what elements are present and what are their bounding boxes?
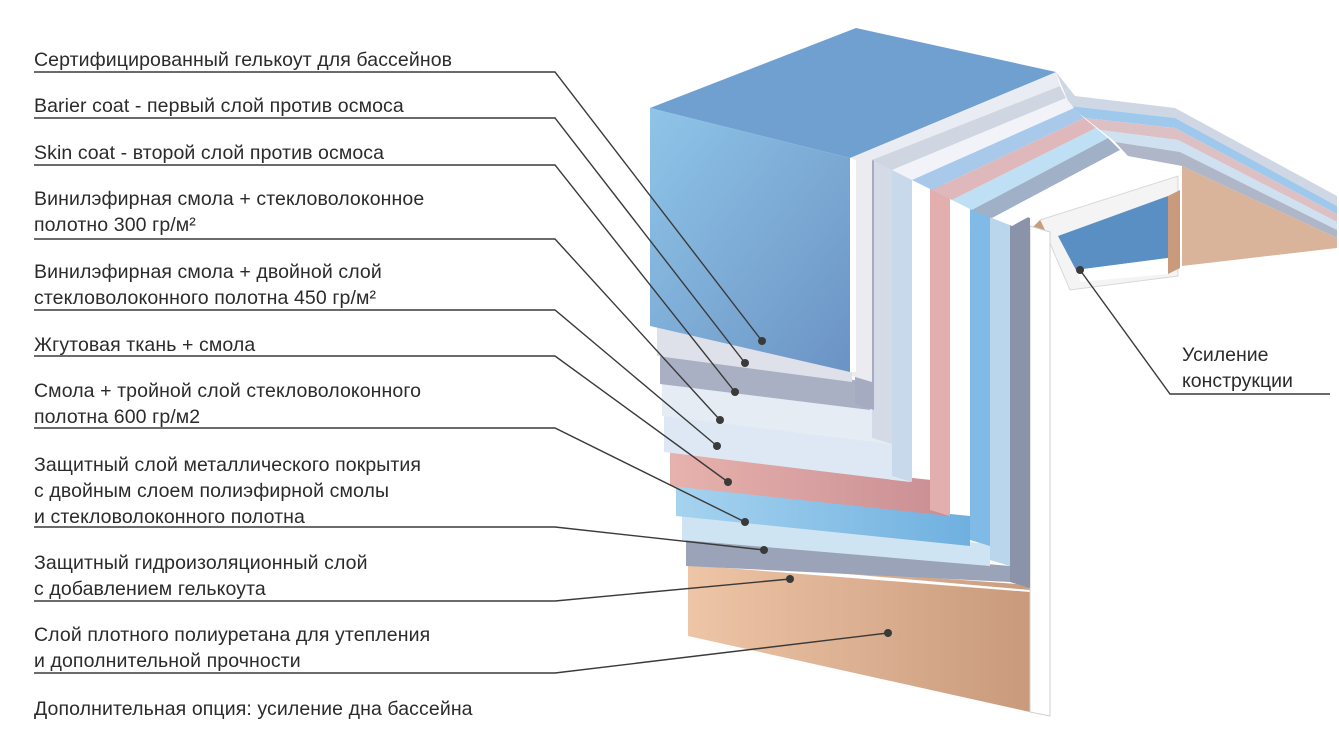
label-skin-coat: Skin coat - второй слой против осмоса [34, 142, 385, 164]
top-lip-layers [1056, 72, 1337, 266]
leader-gelcoat [34, 71, 763, 342]
dot-waterproof [786, 575, 794, 583]
dot-skin-coat [731, 388, 739, 396]
leader-skin-coat [34, 164, 736, 393]
label-structure-reinforcement: Усиление конструкции [1182, 344, 1293, 392]
dot-metal-protective [760, 546, 768, 554]
leader-triple-600 [34, 427, 746, 523]
leader-vinylester-300 [34, 238, 721, 421]
label-vinylester-450: Винилэфирная смола + двойной слой стекло… [34, 261, 382, 309]
label-metal-protective: Защитный слой металлического покрытия с … [34, 454, 422, 528]
label-gelcoat: Сертифицированный гелькоут для бассейнов [34, 49, 453, 71]
leader-polyurethane [34, 632, 889, 674]
leader-structure-reinforcement [1079, 269, 1330, 395]
label-barrier-coat: Barier coat - первый слой против осмоса [34, 95, 404, 117]
dot-vinylester-450 [713, 442, 721, 450]
dot-structure-reinforcement [1076, 266, 1084, 274]
leader-dots [713, 266, 1084, 637]
dot-barrier-coat [741, 359, 749, 367]
dot-triple-600 [741, 518, 749, 526]
label-roving: Жгутовая ткань + смола [34, 334, 256, 356]
label-optional-reinforcement: Дополнительная опция: усиление дна бассе… [34, 698, 473, 720]
wall-layers [650, 28, 1132, 717]
label-triple-600: Смола + тройной слой стекловолоконного п… [34, 380, 422, 428]
leader-waterproof [34, 578, 791, 602]
dot-vinylester-300 [716, 416, 724, 424]
dot-gelcoat [758, 337, 766, 345]
leader-barrier-coat [34, 117, 746, 364]
leader-metal-protective [34, 526, 765, 551]
label-waterproof: Защитный гидроизоляционный слой с добавл… [34, 552, 368, 600]
leader-lines [34, 71, 1330, 674]
leader-vinylester-450 [34, 309, 718, 447]
label-vinylester-300: Винилэфирная смола + стекловолоконное по… [34, 188, 425, 236]
dot-roving [724, 478, 732, 486]
reinforcement-channel [1039, 175, 1180, 291]
leader-roving [34, 355, 729, 483]
dot-polyurethane [884, 629, 892, 637]
label-polyurethane: Слой плотного полиуретана для утепления … [34, 624, 431, 672]
